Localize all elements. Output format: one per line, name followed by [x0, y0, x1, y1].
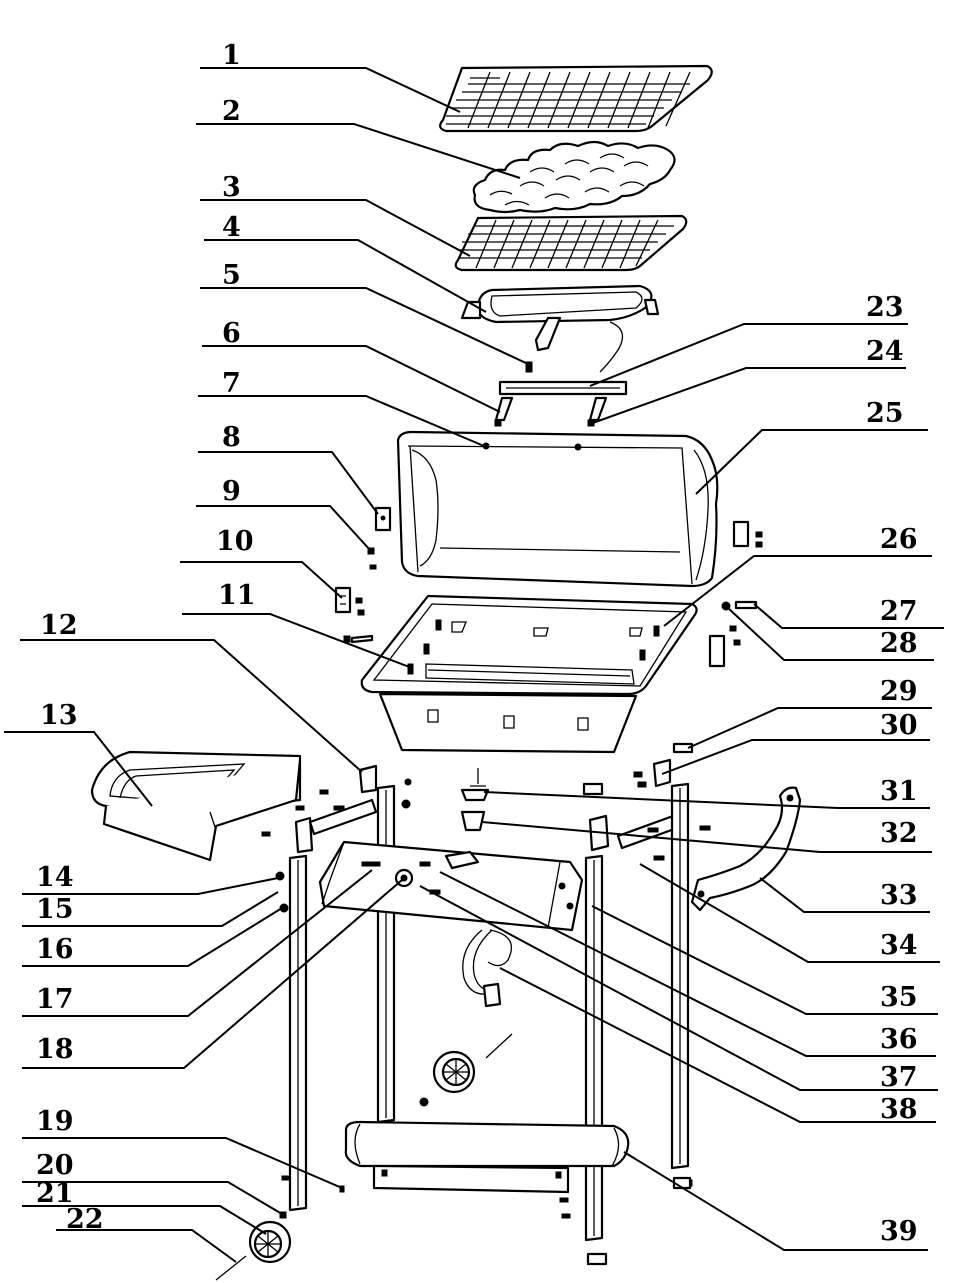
- callout-22: 22: [56, 1204, 237, 1263]
- callout-36: 36: [439, 871, 936, 1057]
- label-20: 20: [36, 1150, 74, 1181]
- label-21: 21: [36, 1178, 74, 1209]
- callout-32: 32: [481, 818, 932, 853]
- callout-23: 23: [589, 292, 908, 387]
- callout-26: 26: [663, 524, 932, 627]
- label-28: 28: [880, 628, 918, 659]
- left-hinges: [334, 506, 392, 644]
- label-27: 27: [880, 596, 918, 627]
- callout-31: 31: [483, 776, 930, 809]
- part-firebox: [360, 594, 698, 754]
- callout-11: 11: [182, 580, 413, 669]
- label-1: 1: [222, 40, 241, 71]
- callout-39: 39: [623, 1151, 928, 1251]
- callout-20: 20: [22, 1150, 283, 1215]
- label-30: 30: [880, 710, 918, 741]
- right-hinges: [708, 520, 763, 668]
- callout-12: 12: [20, 610, 363, 773]
- label-33: 33: [880, 880, 918, 911]
- label-34: 34: [880, 930, 918, 961]
- label-24: 24: [866, 336, 904, 367]
- callout-19: 19: [22, 1106, 343, 1189]
- callout-14: 14: [22, 862, 279, 895]
- callout-17: 17: [22, 869, 373, 1017]
- grease-cup: [460, 768, 490, 832]
- callout-3: 3: [200, 172, 471, 257]
- callout-30: 30: [661, 710, 930, 775]
- label-11: 11: [218, 580, 256, 611]
- label-32: 32: [880, 818, 918, 849]
- label-38: 38: [880, 1094, 918, 1125]
- label-36: 36: [880, 1024, 918, 1055]
- callout-5: 5: [200, 260, 529, 365]
- callout-38: 38: [499, 967, 936, 1125]
- label-3: 3: [222, 172, 241, 203]
- label-12: 12: [40, 610, 78, 641]
- part-25-lid: [396, 430, 719, 588]
- callout-33: 33: [759, 877, 930, 913]
- label-25: 25: [866, 398, 904, 429]
- label-14: 14: [36, 862, 74, 893]
- callout-8: 8: [198, 422, 379, 515]
- callout-2: 2: [196, 96, 521, 179]
- gas-hose: [462, 929, 513, 1008]
- callout-29: 29: [687, 676, 932, 749]
- right-callouts: 23 24 25 26 27 28 29 30: [419, 292, 944, 1251]
- callout-24: 24: [589, 336, 906, 425]
- label-29: 29: [880, 676, 918, 707]
- label-16: 16: [36, 934, 74, 965]
- callout-18: 18: [22, 879, 403, 1069]
- part-39-bottom-shelf: [344, 1120, 693, 1266]
- label-8: 8: [222, 422, 241, 453]
- part-1-cooking-grate: [439, 64, 713, 133]
- frame-brackets: [261, 764, 711, 861]
- callout-15: 15: [22, 891, 279, 927]
- label-18: 18: [36, 1034, 74, 1065]
- label-39: 39: [880, 1216, 918, 1247]
- callout-1: 1: [200, 40, 461, 113]
- label-4: 4: [222, 212, 241, 243]
- callout-9: 9: [196, 476, 371, 551]
- callout-35: 35: [591, 905, 938, 1015]
- label-5: 5: [222, 260, 241, 291]
- label-10: 10: [216, 526, 254, 557]
- label-26: 26: [880, 524, 918, 555]
- label-2: 2: [222, 96, 241, 127]
- callout-10: 10: [180, 526, 343, 599]
- part-4-burner: [460, 284, 660, 373]
- callout-34: 34: [639, 863, 940, 963]
- label-6: 6: [222, 318, 241, 349]
- callout-4: 4: [204, 212, 487, 313]
- label-31: 31: [880, 776, 918, 807]
- label-23: 23: [866, 292, 904, 323]
- part-2-lava-rocks: [472, 140, 676, 214]
- label-15: 15: [36, 894, 74, 925]
- label-17: 17: [36, 984, 74, 1015]
- lower-wheel-assembly: [215, 1175, 571, 1281]
- callout-28: 28: [727, 607, 934, 661]
- callout-6: 6: [202, 318, 501, 413]
- label-7: 7: [222, 368, 241, 399]
- loose-wheel: [419, 1033, 513, 1107]
- part-3-grate: [454, 214, 688, 272]
- callout-16: 16: [22, 907, 283, 967]
- label-37: 37: [880, 1062, 918, 1093]
- callout-27: 27: [753, 596, 944, 629]
- callout-13: 13: [4, 700, 153, 807]
- label-19: 19: [36, 1106, 74, 1137]
- right-bracket-parts: [582, 742, 802, 912]
- control-panel: [318, 840, 584, 932]
- callout-7: 7: [198, 368, 485, 447]
- label-35: 35: [880, 982, 918, 1013]
- grill-drawing: [90, 64, 802, 1281]
- callout-21: 21: [22, 1178, 267, 1235]
- callout-25: 25: [695, 398, 928, 495]
- label-9: 9: [222, 476, 241, 507]
- left-callouts: 1 2 3 4 5 6 7 8: [4, 40, 529, 1263]
- label-13: 13: [40, 700, 78, 731]
- callout-37: 37: [419, 885, 938, 1093]
- burner-bracket: [494, 361, 628, 427]
